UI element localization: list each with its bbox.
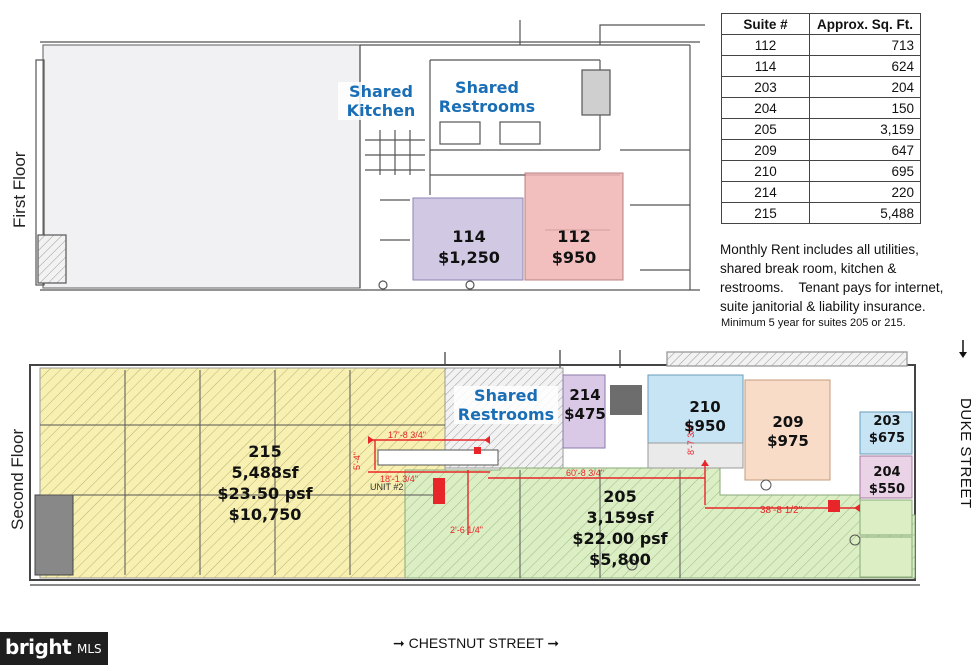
suite-cell: 204 xyxy=(721,97,810,119)
shared-restrooms-first-label: Shared Restrooms xyxy=(438,78,536,116)
column-header: Suite # xyxy=(721,13,810,35)
suite-cell: 209 xyxy=(721,139,810,161)
suite-215-area xyxy=(39,367,446,579)
duke-street-label: DUKE STREET xyxy=(957,398,974,509)
suite-cell: 205 xyxy=(721,118,810,140)
sqft-cell: 695 xyxy=(809,160,921,182)
table-header-row: Suite # Approx. Sq. Ft. xyxy=(721,13,921,35)
second-floor-plan xyxy=(29,350,920,586)
first-floor-label: First Floor xyxy=(10,151,29,229)
column-header: Approx. Sq. Ft. xyxy=(809,13,921,35)
second-floor-label: Second Floor xyxy=(8,428,27,530)
bright-mls-watermark: bright MLS xyxy=(0,632,108,665)
suite-205-label: 205 3,159sf $22.00 psf $5,800 xyxy=(572,487,668,569)
dimension-label: 18'-1 3/4" xyxy=(380,474,418,484)
sqft-cell: 204 xyxy=(809,76,921,98)
chestnut-street-label: ➞ CHESTNUT STREET ➞ xyxy=(393,635,560,651)
shared-kitchen-label: Shared Kitchen xyxy=(338,82,424,120)
suite-cell: 112 xyxy=(721,34,810,56)
suite-cell: 114 xyxy=(721,55,810,77)
suite-203-label: 203 $675 xyxy=(868,414,906,446)
sqft-cell: 647 xyxy=(809,139,921,161)
suite-209-area xyxy=(744,379,831,481)
suite-cell: 210 xyxy=(721,160,810,182)
suite-210-area xyxy=(647,374,744,444)
sqft-cell: 150 xyxy=(809,97,921,119)
dimension-label: 5'-4" xyxy=(352,452,362,470)
suite-cell: 215 xyxy=(721,202,810,224)
suite-112-label: 112 $950 xyxy=(551,227,597,267)
brand-logo-text: bright xyxy=(5,635,72,659)
first-floor-plan xyxy=(35,20,705,291)
dimension-label: 17'-8 3/4" xyxy=(388,430,426,440)
suite-204-area xyxy=(859,455,913,499)
suite-209-label: 209 $975 xyxy=(767,413,809,450)
sqft-cell: 3,159 xyxy=(809,118,921,140)
suite-114-label: 114 $1,250 xyxy=(438,227,500,267)
suite-214-label: 214 $475 xyxy=(564,386,606,423)
sqft-cell: 5,488 xyxy=(809,202,921,224)
dimension-label: 38'-8 1/2" xyxy=(760,505,803,516)
suite-112-area xyxy=(524,172,624,281)
stair-215 xyxy=(34,494,74,576)
suite-215-label: 215 5,488sf $23.50 psf $10,750 xyxy=(217,442,313,524)
suite-205-area xyxy=(404,467,916,579)
unit-label: UNIT #2 xyxy=(370,482,404,492)
rent-note: Monthly Rent includes all utilities, sha… xyxy=(720,242,944,314)
suite-cell: 203 xyxy=(721,76,810,98)
minimum-term-note: Minimum 5 year for suites 205 or 215. xyxy=(721,317,906,329)
sqft-cell: 220 xyxy=(809,181,921,203)
suite-114-area xyxy=(412,197,524,281)
brand-suffix: MLS xyxy=(77,642,102,656)
suite-210-label: 210 $950 xyxy=(684,398,726,435)
suite-203-area xyxy=(859,411,913,455)
suite-204-label: 204 $550 xyxy=(868,465,906,497)
suite-cell: 214 xyxy=(721,181,810,203)
shared-restrooms-second-label: Shared Restrooms xyxy=(454,386,558,424)
sqft-cell: 624 xyxy=(809,55,921,77)
dimension-label: 2'-6 1/4" xyxy=(450,525,483,535)
dimension-label: 60'-8 3/4" xyxy=(566,468,604,478)
suite-214-area xyxy=(562,374,606,449)
sqft-cell: 713 xyxy=(809,34,921,56)
